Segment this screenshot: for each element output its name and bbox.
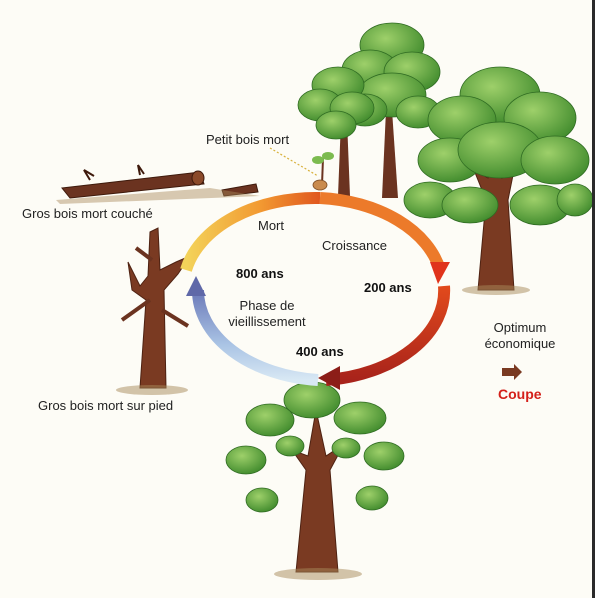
label-age-400: 400 ans [296, 344, 344, 360]
label-croissance: Croissance [322, 238, 387, 254]
label-gros-bois-mort-couche: Gros bois mort couché [22, 206, 153, 222]
label-mort: Mort [258, 218, 284, 234]
fallen-log [56, 165, 260, 204]
label-phase-vieillissement: Phase de vieillissement [216, 298, 318, 330]
label-optimum-line1: Optimum [468, 320, 572, 336]
dead-standing-tree [116, 228, 190, 395]
mature-tree [226, 382, 404, 580]
label-age-800: 800 ans [236, 266, 284, 282]
label-petit-bois-mort: Petit bois mort [206, 132, 289, 148]
young-tree-cluster [298, 23, 440, 198]
label-gros-bois-mort-sur-pied: Gros bois mort sur pied [38, 398, 173, 414]
label-optimum-line2: économique [468, 336, 572, 352]
label-coupe: Coupe [498, 386, 542, 402]
cut-arrow-icon [502, 364, 522, 380]
label-phase-line2: vieillissement [216, 314, 318, 330]
label-optimum-economique: Optimum économique [468, 320, 572, 352]
label-phase-line1: Phase de [216, 298, 318, 314]
label-age-200: 200 ans [364, 280, 412, 296]
